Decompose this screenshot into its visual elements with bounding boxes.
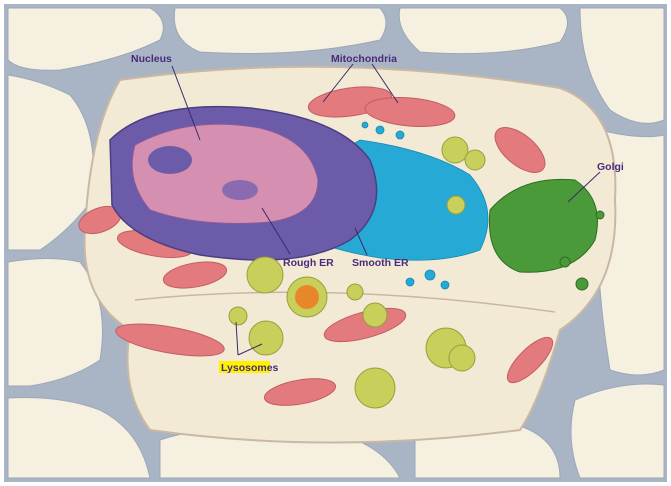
label-mitochondria: Mitochondria [331,53,397,65]
nucleus [109,105,378,261]
label-smooth-er: Smooth ER [352,257,409,269]
label-nucleus: Nucleus [131,53,172,65]
neighbor-cells [7,7,665,479]
lysosomes-group [228,136,486,409]
label-lysosomes: Lysosomes [221,362,279,374]
label-golgi: Golgi [597,161,624,173]
label-lysosomes-prefix: Lysosome [221,362,273,374]
label-rough-er: Rough ER [283,257,334,269]
golgi-apparatus [488,178,605,291]
lysosome-core [295,285,319,309]
cell-divider [134,291,556,313]
lysosomes-highlight [219,361,270,373]
label-lysosomes-suffix: s [273,362,279,374]
leader-lines [171,63,601,356]
